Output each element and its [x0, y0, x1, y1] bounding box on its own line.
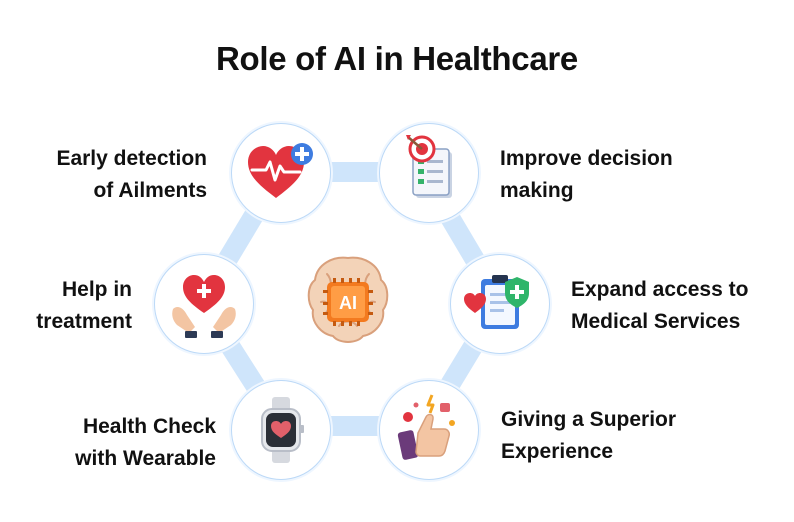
hands-heart-icon [172, 275, 236, 338]
node-expand-access [450, 254, 550, 354]
ai-brain-chip-icon: AI [307, 256, 389, 343]
ai-chip-label: AI [339, 293, 357, 313]
label-expand-access: Expand access to Medical Services [571, 278, 749, 333]
medical-clipboard-shield-icon [464, 275, 529, 329]
thumbs-up-likes-icon [397, 394, 455, 460]
node-help-treatment [154, 254, 254, 354]
label-early-detection: Early detection of Ailments [56, 147, 207, 202]
label-superior-experience: Giving a Superior Experience [501, 408, 677, 463]
label-help-treatment: Help in treatment [36, 278, 132, 333]
node-superior-experience [379, 380, 479, 480]
node-decision-making [379, 123, 479, 223]
smartwatch-heart-icon [261, 397, 304, 463]
heart-pulse-plus-icon [248, 143, 313, 198]
label-health-check: Health Check with Wearable [75, 415, 216, 470]
node-early-detection [231, 123, 331, 223]
node-health-check [231, 380, 331, 480]
page-title: Role of AI in Healthcare [216, 40, 578, 77]
label-decision-making: Improve decision making [500, 147, 673, 202]
target-checklist-icon [406, 135, 452, 198]
